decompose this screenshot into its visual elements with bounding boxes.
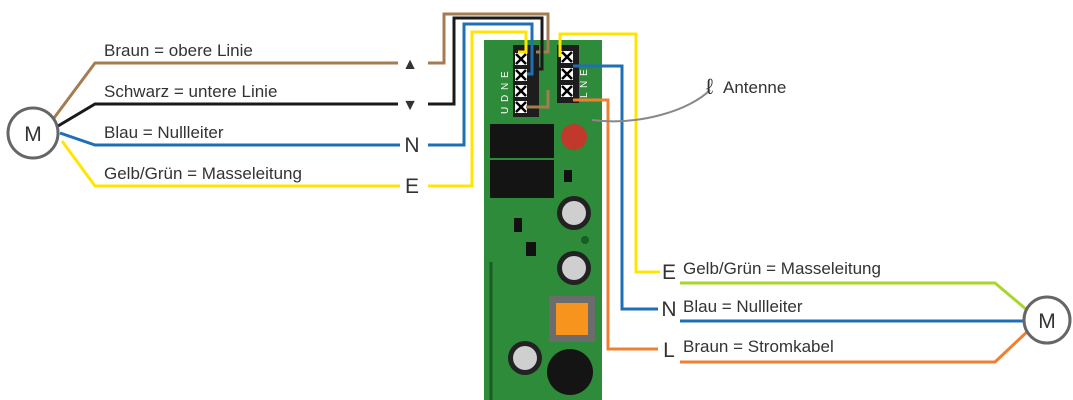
- terminal-down-icon: ▼: [402, 97, 418, 114]
- motor-right: M: [1022, 295, 1072, 345]
- motor-left: M: [6, 106, 60, 160]
- wire-label-blue: Blau = Nullleiter: [104, 123, 224, 142]
- terminal-screws: [515, 51, 573, 113]
- motor-left-label: M: [24, 123, 42, 146]
- wire-label-yellow-right: Gelb/Grün = Masseleitung: [683, 259, 881, 278]
- right-wires: [558, 32, 1031, 364]
- pcb-board: U D N E L N E: [484, 40, 602, 400]
- relay-lower: [490, 160, 554, 198]
- terminal-n-left: N: [404, 134, 419, 157]
- grey-button[interactable]: [562, 201, 586, 225]
- chip: [526, 242, 536, 256]
- black-knob: [547, 349, 593, 395]
- grey-button[interactable]: [513, 346, 537, 370]
- wire-label-black: Schwarz = untere Linie: [104, 82, 277, 101]
- grey-button[interactable]: [562, 256, 586, 280]
- relay-upper: [490, 124, 554, 158]
- terminal-e-left: E: [405, 175, 419, 198]
- antenna-icon: ℓ: [706, 74, 714, 99]
- wire-label-brown-right: Braun = Stromkabel: [683, 337, 834, 356]
- terminal-e-right: E: [662, 261, 676, 284]
- wire-label-brown: Braun = obere Linie: [104, 41, 253, 60]
- orange-button[interactable]: [556, 303, 588, 335]
- motor-right-label: M: [1038, 310, 1056, 333]
- terminal-labels-left: U D N E: [500, 70, 511, 114]
- wire-label-yellow: Gelb/Grün = Masseleitung: [104, 164, 302, 183]
- left-wires: [52, 12, 550, 188]
- chip: [514, 218, 522, 232]
- terminal-l-right: L: [663, 339, 675, 362]
- terminal-n-right: N: [661, 298, 676, 321]
- wire-label-blue-right: Blau = Nullleiter: [683, 297, 803, 316]
- terminal-labels-right: L N E: [579, 68, 590, 98]
- antenna-wire: [591, 89, 711, 123]
- chip: [564, 170, 572, 182]
- terminal-up-icon: ▲: [402, 56, 418, 73]
- red-button[interactable]: [561, 124, 587, 150]
- antenna-label: Antenne: [723, 78, 786, 97]
